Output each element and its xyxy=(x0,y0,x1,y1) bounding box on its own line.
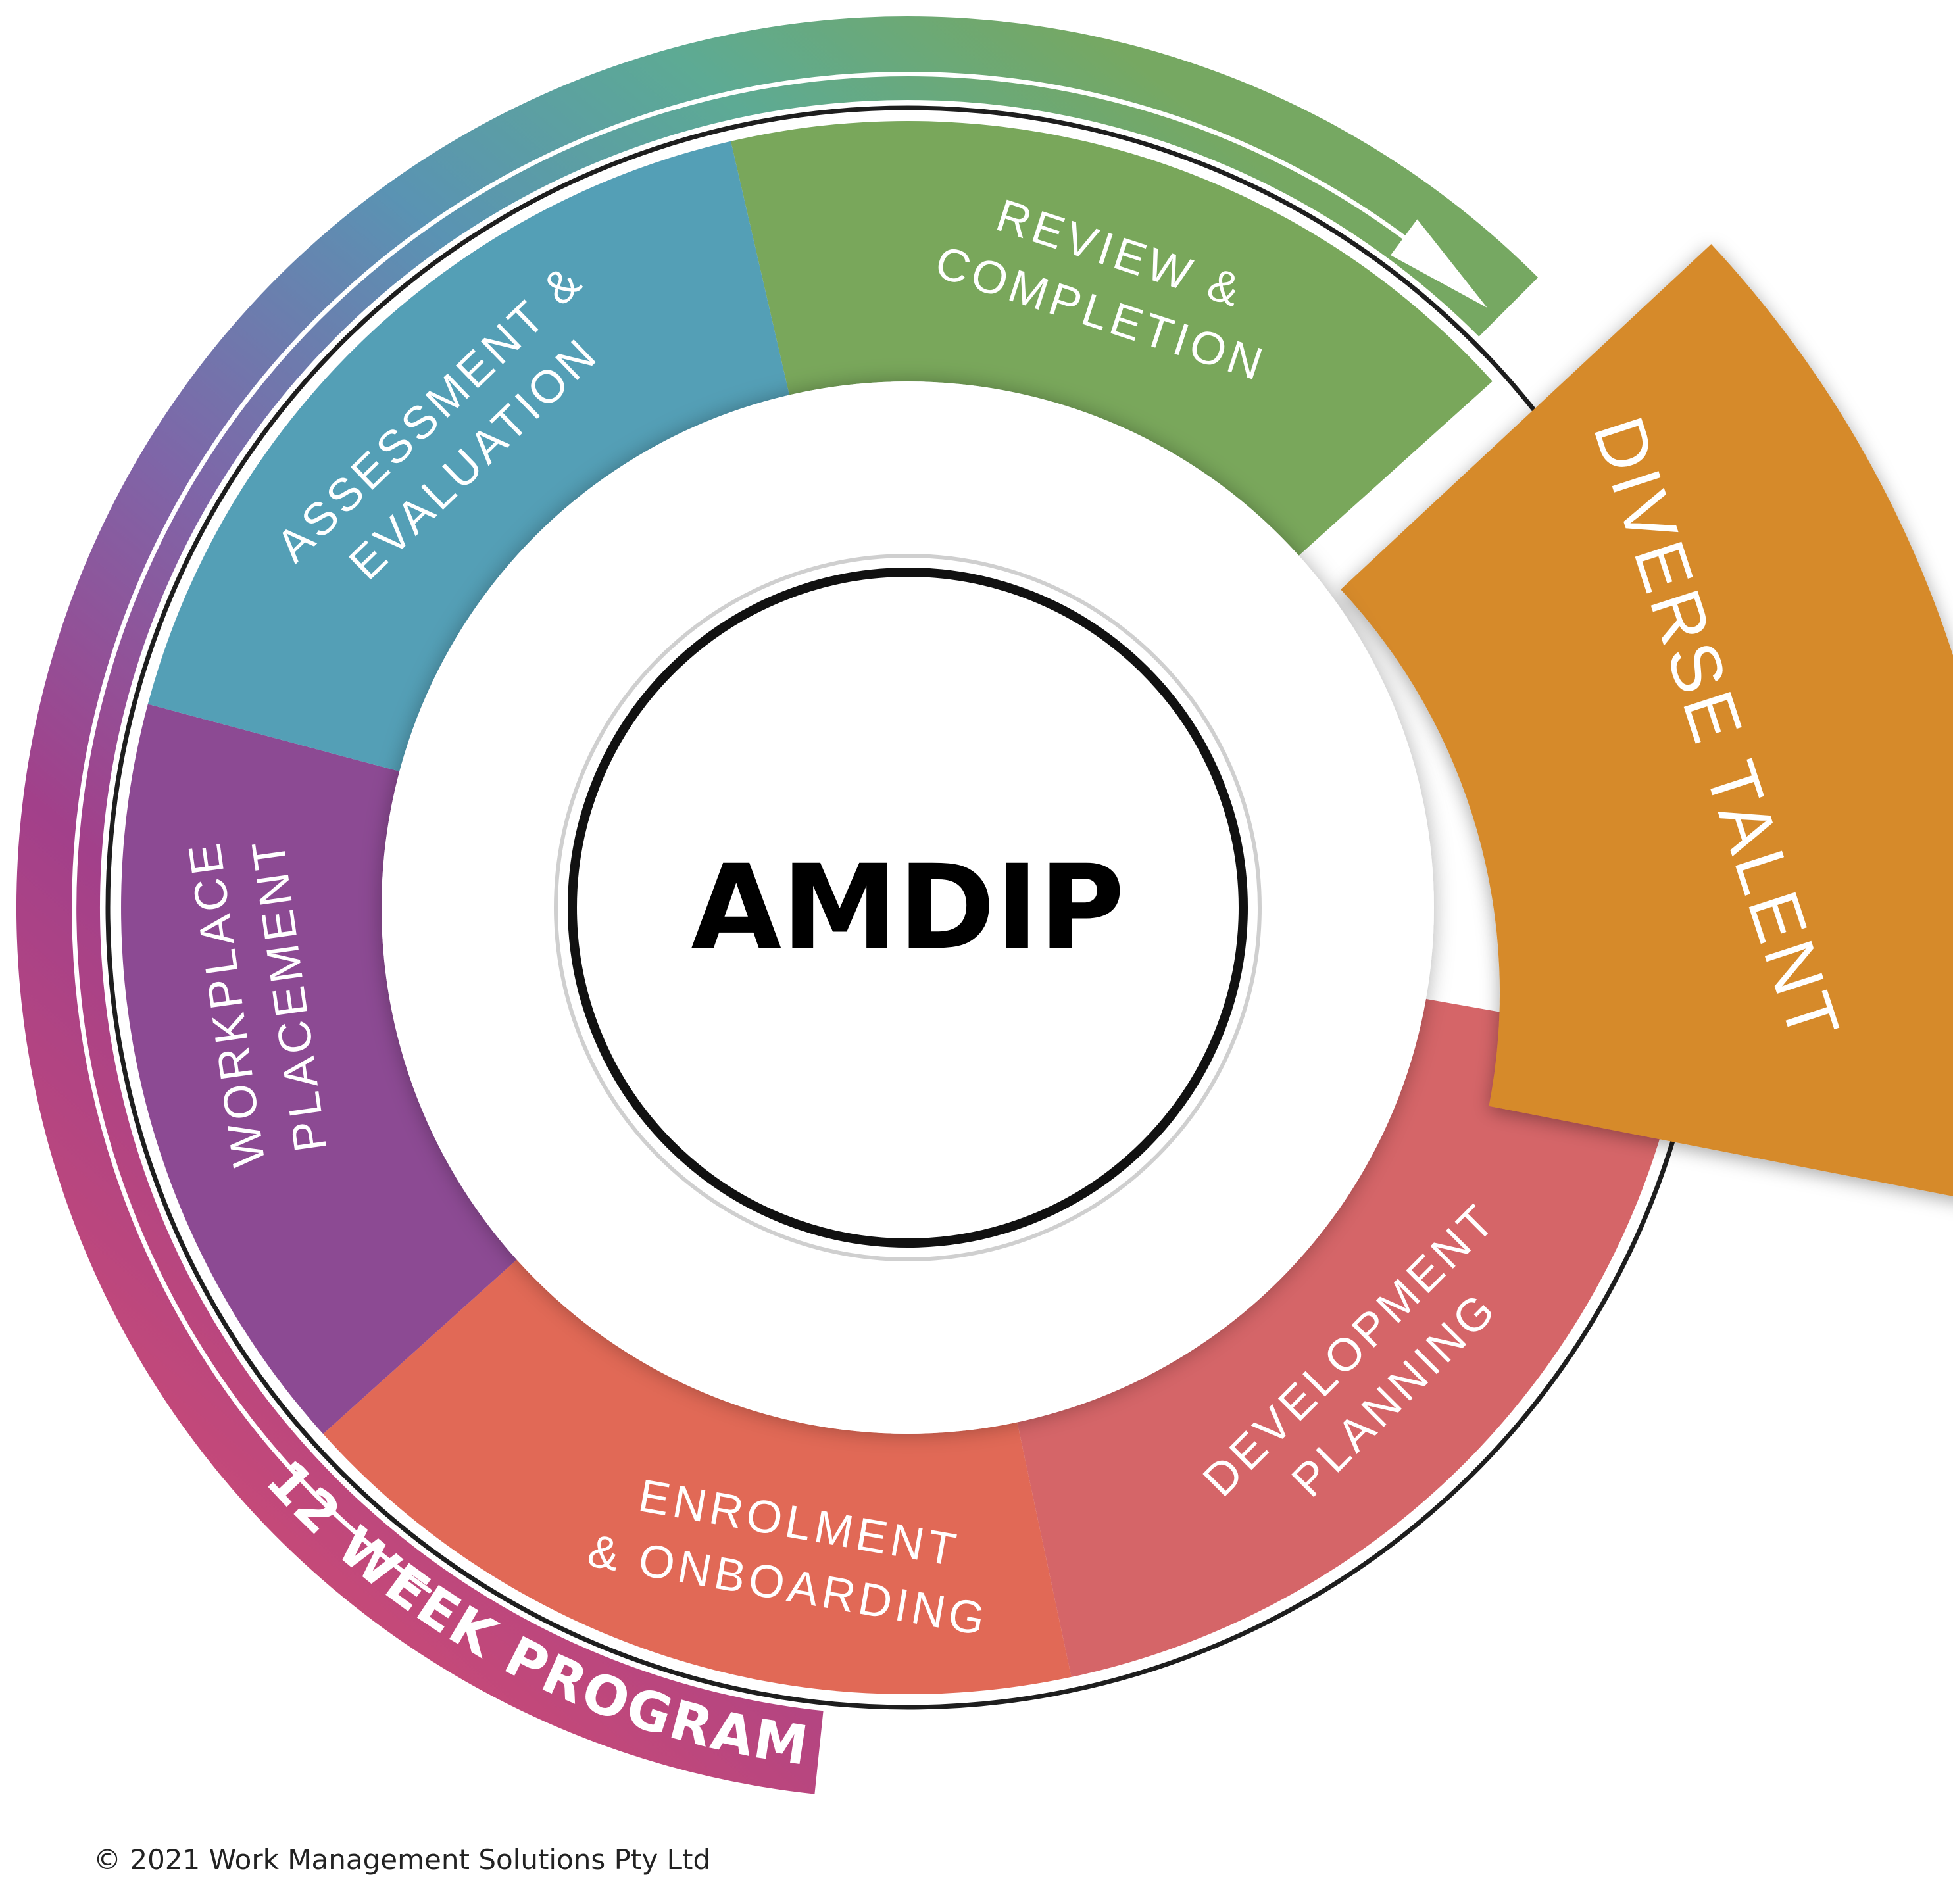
center-title: AMDIP xyxy=(691,840,1124,976)
stage-segment-workplace xyxy=(121,704,517,1434)
diverse-talent-block xyxy=(1341,244,1953,1196)
stage-segment-review xyxy=(731,121,1493,556)
stage-ring: REVIEW &COMPLETIONDEVELOPMENTPLANNINGENR… xyxy=(121,121,1683,1695)
stage-segment-development xyxy=(1017,998,1683,1677)
center-circle xyxy=(568,568,1248,1248)
program-band xyxy=(16,16,1539,1794)
stage-segment-assessment xyxy=(147,141,790,771)
copyright-notice: © 2021 Work Management Solutions Pty Ltd xyxy=(93,1843,710,1876)
stage-segment-enrolment xyxy=(323,1259,1072,1695)
program-arrow-line xyxy=(72,72,1424,1594)
arrow-head-icon xyxy=(1391,219,1487,308)
